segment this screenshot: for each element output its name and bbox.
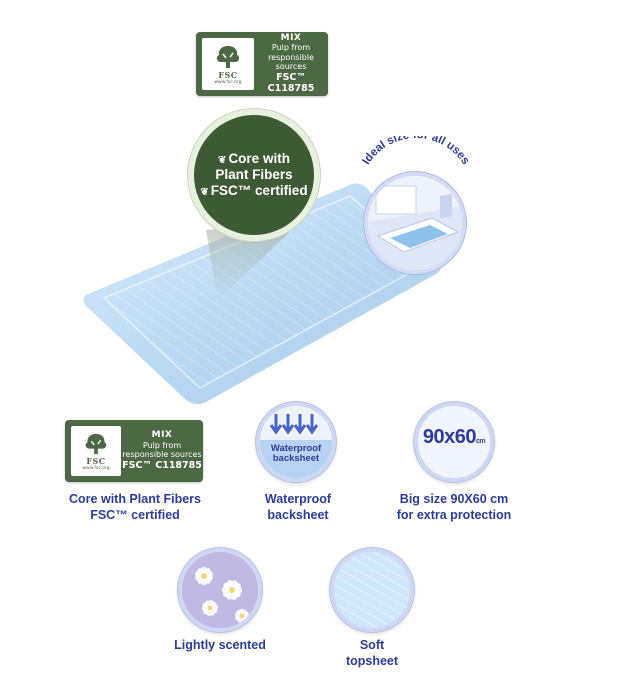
svg-text:Ideal size for all uses: Ideal size for all uses xyxy=(360,136,471,167)
callout-line2: Plant Fibers xyxy=(215,166,293,182)
caption-waterproof: Waterproof backsheet xyxy=(264,492,332,522)
flowers-icon xyxy=(178,548,262,632)
caption-plant-fibers: Core with Plant Fibers FSC™ certified xyxy=(69,492,201,522)
fsc-pulp-line1: Pulp from xyxy=(142,440,182,450)
caption-lightly-scented: Lightly scented xyxy=(174,638,266,652)
ideal-size-label: Ideal size for all uses xyxy=(360,136,471,167)
fsc-pulp-line2: responsible sources xyxy=(268,52,314,71)
waterproof-icon: Waterproof backsheet xyxy=(256,402,336,482)
fsc-pulp-line1: Pulp from xyxy=(271,43,311,53)
callout-pointer xyxy=(206,222,300,300)
fsc-badge-top: FSC www.fsc.org MIX Pulp from responsibl… xyxy=(196,32,328,96)
ideal-size-circle xyxy=(368,176,462,270)
soft-topsheet-icon xyxy=(330,548,414,632)
fsc-mix-label: MIX xyxy=(151,430,173,441)
caption-big-size: Big size 90X60 cm for extra protection xyxy=(396,492,512,522)
fsc-tree-icon: FSC www.fsc.org xyxy=(71,426,121,476)
size-90x60-icon: 90x60cm xyxy=(414,402,494,482)
callout-line1-row: ❦Core with xyxy=(218,150,290,166)
fsc-tree-icon: FSC www.fsc.org xyxy=(202,38,254,90)
leaf-icon: ❦ xyxy=(200,187,209,199)
fsc-code: FSC™ C118785 xyxy=(267,72,315,94)
bed-scene-icon xyxy=(368,176,462,270)
fsc-mix-label: MIX xyxy=(280,33,302,44)
plant-fibers-callout: ❦Core with Plant Fibers ❦FSC™ certified xyxy=(194,115,314,235)
fsc-badge-feature: FSC www.fsc.org MIX Pulp from responsibl… xyxy=(65,420,203,482)
caption-soft-topsheet: Soft topsheet xyxy=(345,638,399,668)
fsc-code: FSC™ C118785 xyxy=(122,459,202,471)
underpad-illustration xyxy=(83,183,443,405)
fsc-pulp-line2: responsible sources xyxy=(122,449,202,459)
callout-line3-row: ❦FSC™ certified xyxy=(200,183,308,199)
leaf-icon: ❦ xyxy=(218,154,227,166)
